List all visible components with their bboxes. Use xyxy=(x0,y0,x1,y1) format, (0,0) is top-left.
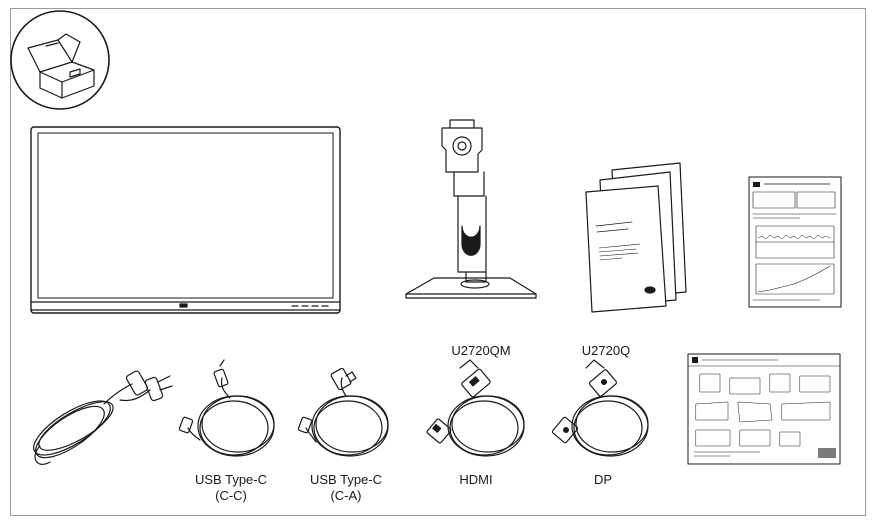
model-label-dp: U2720Q xyxy=(581,343,631,358)
stand xyxy=(405,119,537,299)
hdmi-label: HDMI xyxy=(459,472,493,487)
usb-ca-label-line1: USB Type-C xyxy=(309,472,382,487)
box-icon xyxy=(10,10,110,110)
usb-cc-label-line1: USB Type-C xyxy=(194,472,267,487)
dp-cable xyxy=(551,359,649,457)
usb-ca-label-line2: (C-A) xyxy=(330,488,362,503)
usb-ca-label: USB Type-C (C-A) xyxy=(301,472,391,504)
monitor xyxy=(30,126,341,314)
power-cable xyxy=(33,370,173,465)
dp-label: DP xyxy=(593,472,613,487)
factory-report xyxy=(748,176,842,308)
diagram-frame xyxy=(10,8,866,516)
usb-cc-label: USB Type-C (C-C) xyxy=(186,472,276,504)
hdmi-cable xyxy=(426,359,525,457)
usb-c-a-cable xyxy=(297,367,389,457)
safety-booklet xyxy=(585,162,687,313)
model-label-hdmi: U2720QM xyxy=(451,343,511,358)
quick-setup-guide xyxy=(687,353,841,465)
usb-c-c-cable xyxy=(178,359,275,457)
usb-cc-label-line2: (C-C) xyxy=(215,488,247,503)
